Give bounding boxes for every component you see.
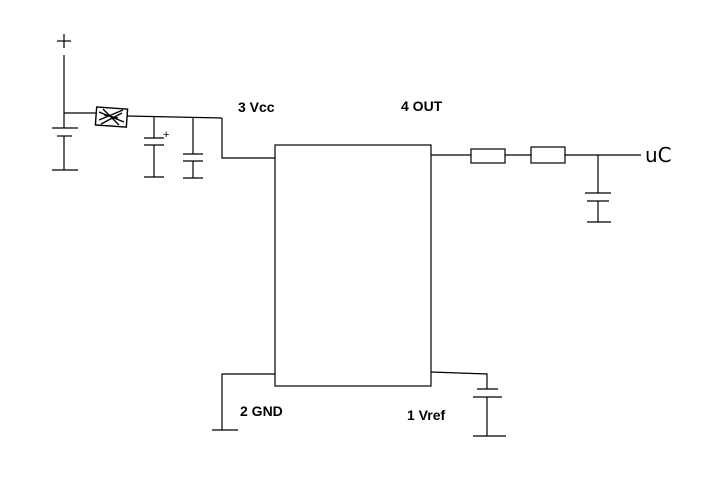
pin-label-vref: 1 Vref xyxy=(407,407,445,423)
vref-capacitor xyxy=(473,388,506,437)
ic-body xyxy=(274,144,432,387)
gnd-wire xyxy=(221,373,275,430)
vref-wire xyxy=(430,371,488,389)
battery-symbol xyxy=(52,55,78,171)
supply-plus-sign xyxy=(57,34,71,48)
input-wire xyxy=(64,112,223,119)
electrolytic-capacitor xyxy=(144,117,164,178)
output-resistor-2 xyxy=(530,146,566,164)
pin-label-out: 4 OUT xyxy=(401,98,443,114)
vcc-wire xyxy=(221,118,275,159)
capacitor-polarity-plus: + xyxy=(163,129,169,141)
decoupling-capacitor xyxy=(183,118,203,179)
pin-label-vcc: 3 Vcc xyxy=(238,99,275,115)
protection-component xyxy=(94,106,129,128)
output-filter-capacitor xyxy=(585,155,611,223)
pin-label-gnd: 2 GND xyxy=(240,403,283,419)
output-resistor-1 xyxy=(470,148,506,164)
uc-label: uC xyxy=(645,143,672,167)
